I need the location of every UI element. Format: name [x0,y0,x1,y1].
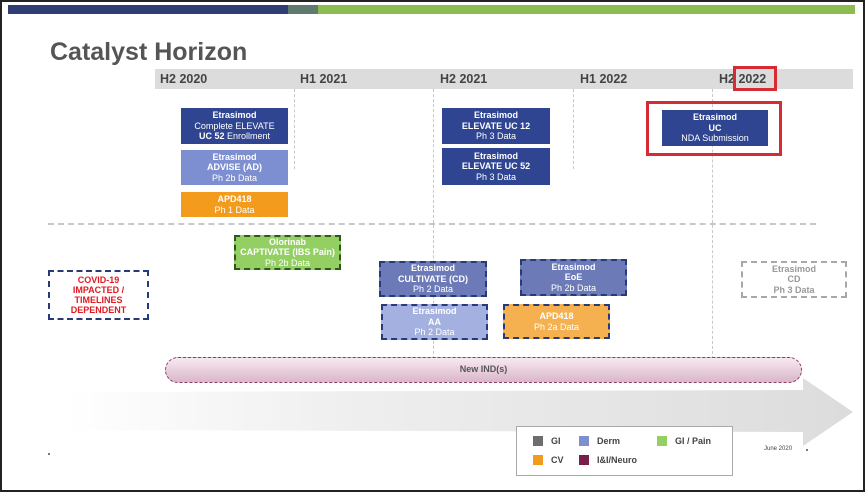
covid-line-1: COVID-19 [77,275,120,285]
row-divider [48,223,816,225]
milestone-trial: ADVISE (AD) [206,162,262,173]
milestone-trial: ELEVATE UC 12 [461,120,531,131]
milestone-cd-ph3: Etrasimod CD Ph 3 Data [741,261,847,298]
milestone-drug: Etrasimod [212,151,257,162]
legend-item-gi: GI [533,436,561,446]
highlight-uc-nda [646,101,782,156]
legend-label-ii-neuro: I&I/Neuro [597,455,638,465]
covid-line-3: TIMELINES [74,295,123,305]
milestone-detail: Ph 3 Data [475,171,517,182]
milestone-apd418-ph2a: APD418 Ph 2a Data [503,304,610,339]
covid-line-2: IMPACTED / [72,285,125,295]
milestone-trial: CULTIVATE (CD) [398,273,468,284]
milestone-drug: Olorinab [268,236,306,247]
milestone-cultivate: Etrasimod CULTIVATE (CD) Ph 2 Data [379,261,487,297]
milestone-trial: CAPTIVATE (IBS Pain) [240,247,335,258]
period-h1-2022: H1 2022 [580,72,628,86]
milestone-trial: Complete ELEVATE [194,120,275,131]
covid-impact-note: COVID-19 IMPACTED / TIMELINES DEPENDENT [48,270,149,320]
legend: GI Derm GI / Pain CV I&I/Neuro [516,426,733,476]
milestone-drug: APD418 [217,194,252,204]
new-ind-bar: New IND(s) [165,357,802,383]
date-note: June 2020 [764,446,793,452]
milestone-elevate-uc52-enrollment: Etrasimod Complete ELEVATE UC 52 Enrollm… [181,108,288,144]
milestone-drug: Etrasimod [692,112,737,123]
legend-swatch-ii-neuro [579,455,589,465]
milestone-drug: Etrasimod [473,110,518,121]
milestone-detail: Ph 2a Data [533,321,580,332]
legend-label-gi-pain: GI / Pain [675,436,712,446]
milestone-uc-nda: Etrasimod UC NDA Submission [662,110,768,146]
milestone-elevate-uc12: Etrasimod ELEVATE UC 12 Ph 3 Data [442,108,550,144]
milestone-detail: Ph 2b Data [550,282,597,293]
milestone-trial: EoE [564,272,583,283]
milestone-detail: NDA Submission [681,133,749,144]
legend-swatch-derm [579,436,589,446]
milestone-drug: Etrasimod [473,150,518,161]
milestone-detail: Ph 2b Data [211,172,258,183]
page-title: Catalyst Horizon [50,38,248,66]
divider-h1-2022 [573,89,574,169]
milestone-trial: CD [787,274,801,285]
top-accent-bar-navy [8,5,288,14]
legend-swatch-gi [533,436,543,446]
legend-label-gi: GI [551,436,561,446]
milestone-detail: Ph 2b Data [264,257,311,268]
legend-label-cv: CV [551,455,564,465]
period-h2-2020: H2 2020 [160,72,208,86]
milestone-detail-rest: Enrollment [224,131,271,142]
milestone-detail: Ph 3 Data [475,131,517,142]
milestone-elevate-uc52: Etrasimod ELEVATE UC 52 Ph 3 Data [442,148,550,185]
milestone-detail: Ph 2 Data [414,327,455,338]
timeline-arrow [65,378,853,446]
milestone-drug: Etrasimod [551,261,596,272]
milestone-drug: Etrasimod [412,306,457,317]
milestone-aa: Etrasimod AA Ph 2 Data [381,304,488,340]
legend-item-derm: Derm [579,436,620,446]
period-h2-2022: H2 2022 [719,72,767,86]
period-h1-2021: H1 2021 [300,72,348,86]
covid-line-4: DEPENDENT [70,305,127,315]
milestone-drug: Etrasimod [212,110,257,121]
milestone-drug: Etrasimod [771,263,816,274]
milestone-advise-ad: Etrasimod ADVISE (AD) Ph 2b Data [181,150,288,185]
milestone-detail: Ph 2 Data [412,284,454,295]
footer-dot [806,449,808,451]
top-accent-bar-green [318,5,855,14]
milestone-detail: UC 52 Enrollment [199,131,270,142]
top-accent-bar-teal [288,5,318,14]
milestone-captivate: Olorinab CAPTIVATE (IBS Pain) Ph 2b Data [234,235,341,270]
legend-item-ii-neuro: I&I/Neuro [579,455,637,465]
legend-item-gi-pain: GI / Pain [657,436,711,446]
divider-h1-2021 [294,89,295,169]
milestone-drug: Etrasimod [410,263,455,274]
milestone-trial: ELEVATE UC 52 [461,161,531,172]
milestone-trial: AA [428,316,441,327]
period-h2-2021: H2 2021 [440,72,488,86]
milestone-trial: UC [708,122,722,133]
milestone-detail: Ph 3 Data [773,284,815,295]
milestone-apd418-ph1: APD418 Ph 1 Data [181,192,288,217]
footer-dot-left [48,453,50,455]
milestone-drug: APD418 [539,311,574,321]
milestone-detail: Ph 1 Data [214,204,255,215]
highlight-h2-2022 [733,66,777,91]
timeline-header-band [155,69,853,89]
legend-swatch-cv [533,455,543,465]
milestone-eoe: Etrasimod EoE Ph 2b Data [520,259,627,296]
legend-swatch-gi-pain [657,436,667,446]
milestone-detail-bold: UC 52 [198,131,225,142]
legend-label-derm: Derm [597,436,621,446]
legend-item-cv: CV [533,455,564,465]
